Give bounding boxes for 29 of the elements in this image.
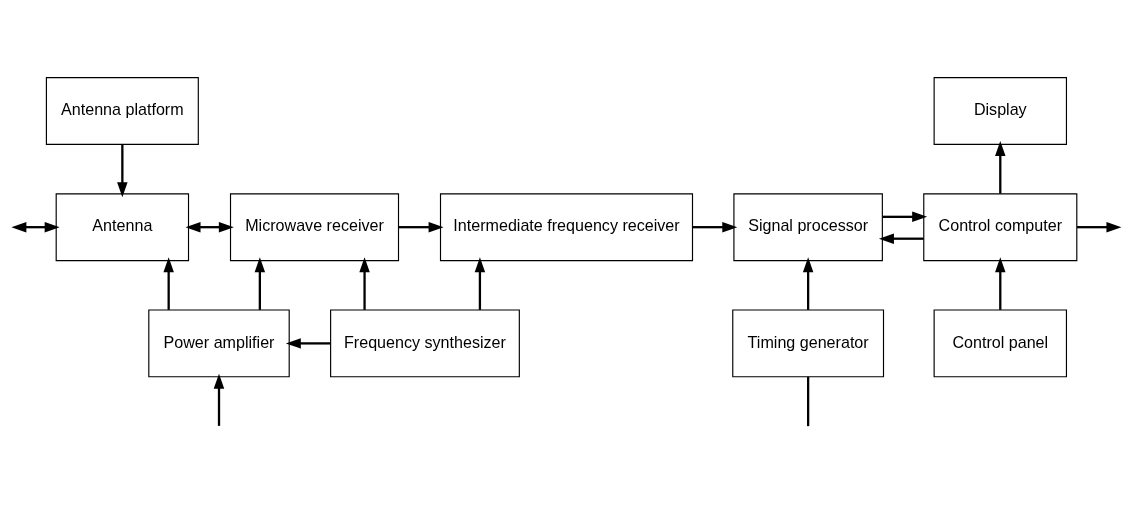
arrow bbox=[692, 221, 738, 233]
node-box: Microwave receiver bbox=[229, 193, 400, 262]
arrow bbox=[163, 257, 174, 310]
arrow bbox=[254, 257, 266, 310]
node-box: Control computer bbox=[923, 193, 1078, 262]
arrow bbox=[474, 257, 486, 310]
node-box: Control panel bbox=[933, 309, 1068, 378]
arrow bbox=[285, 338, 331, 349]
node-box: Antenna bbox=[55, 193, 190, 262]
arrow bbox=[185, 221, 234, 233]
arrow bbox=[213, 373, 225, 426]
arrow bbox=[1077, 221, 1122, 233]
arrow bbox=[882, 211, 928, 223]
node-box: Frequency synthesizer bbox=[330, 309, 520, 378]
arrow bbox=[995, 141, 1006, 194]
arrow bbox=[995, 257, 1006, 310]
node-box: Antenna platform bbox=[45, 77, 199, 145]
arrow bbox=[117, 144, 128, 198]
arrow bbox=[359, 257, 370, 310]
arrow bbox=[878, 233, 924, 244]
node-box: Display bbox=[933, 77, 1068, 145]
node-box: Intermediate frequency receiver bbox=[439, 193, 694, 262]
arrow bbox=[11, 221, 60, 233]
node-box: Timing generator bbox=[732, 309, 885, 378]
node-box: Power amplifier bbox=[148, 309, 290, 378]
node-box: Signal processor bbox=[733, 193, 883, 262]
arrow bbox=[398, 221, 444, 233]
connector bbox=[807, 376, 810, 427]
arrow bbox=[802, 257, 814, 310]
